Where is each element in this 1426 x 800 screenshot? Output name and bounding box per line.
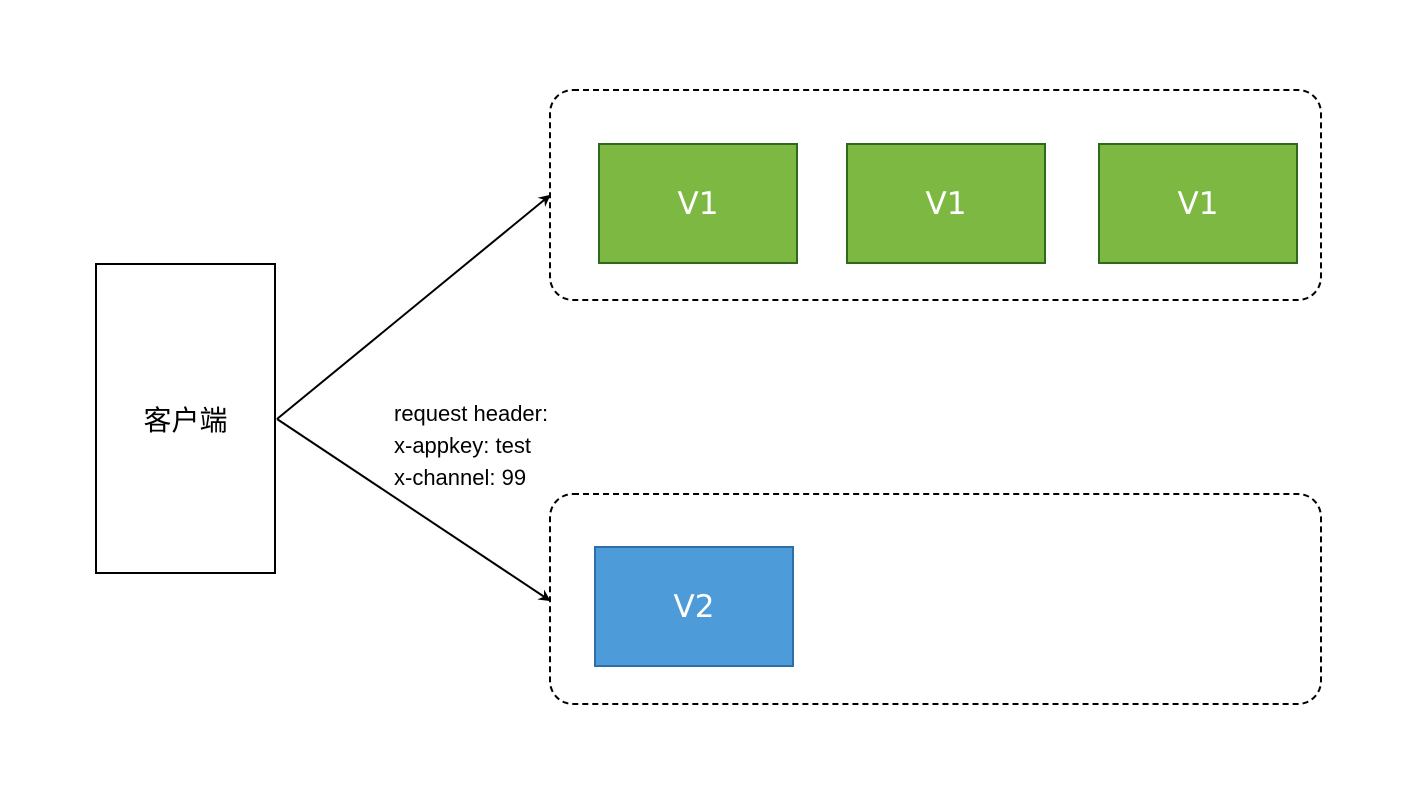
v1-node-2-label: V1: [925, 185, 967, 222]
request-header-annotation: request header: x-appkey: test x-channel…: [394, 398, 548, 494]
client-label: 客户端: [143, 403, 228, 437]
request-header-line-channel: x-channel: 99: [394, 465, 527, 490]
request-header-line-appkey: x-appkey: test: [394, 433, 531, 458]
request-header-title: request header:: [394, 401, 549, 426]
v1-group-container: [549, 89, 1322, 301]
arrow-to-v2-group: [276, 418, 551, 602]
v1-node-3-label: V1: [1177, 185, 1219, 222]
v1-node-1: V1: [598, 143, 798, 264]
v1-node-1-label: V1: [677, 185, 719, 222]
v1-node-2: V1: [846, 143, 1046, 264]
client-box: 客户端: [95, 263, 276, 574]
v1-node-3: V1: [1098, 143, 1298, 264]
v2-node-1: V2: [594, 546, 794, 667]
arrow-to-v1-group: [276, 194, 551, 420]
v2-group-container: [549, 493, 1322, 705]
v2-node-1-label: V2: [673, 588, 715, 625]
